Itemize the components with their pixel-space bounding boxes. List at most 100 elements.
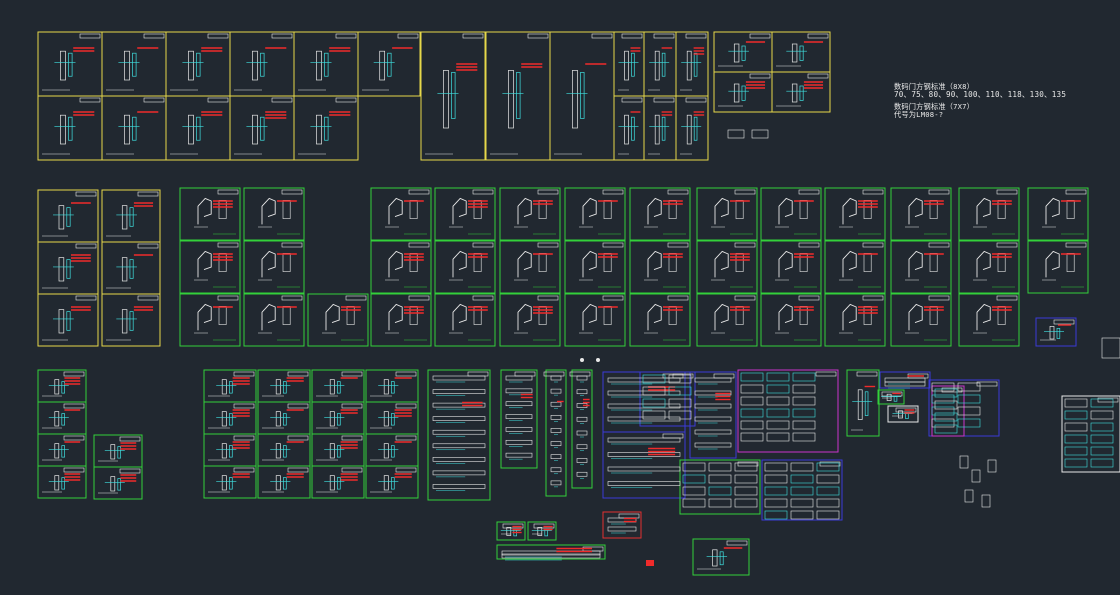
part-cell xyxy=(816,498,840,508)
title-block xyxy=(815,371,837,377)
title-block xyxy=(217,189,239,195)
title-block xyxy=(602,295,624,301)
part-outline xyxy=(624,50,629,81)
title-block xyxy=(75,295,97,301)
strip-part xyxy=(550,467,562,473)
drawing-sheet xyxy=(931,385,965,437)
part-outline xyxy=(60,50,66,81)
title-block xyxy=(341,467,363,473)
part-cell xyxy=(766,408,790,418)
title-block xyxy=(143,97,165,103)
title-block xyxy=(533,523,555,529)
profile-outline xyxy=(1045,250,1060,278)
drawing-sheet xyxy=(434,187,496,241)
strip-part xyxy=(576,389,588,395)
title-block xyxy=(467,371,489,377)
title-block xyxy=(798,242,820,248)
part-cell xyxy=(740,408,764,418)
drawing-sheet xyxy=(958,187,1020,241)
part-section xyxy=(132,116,137,141)
drawing-sheet xyxy=(434,293,496,347)
drawing-sheet xyxy=(499,240,561,294)
part-outline xyxy=(58,309,65,334)
profile-outline xyxy=(582,303,597,331)
drawing-sheet xyxy=(370,187,432,241)
part-outline xyxy=(124,50,130,81)
strip-part xyxy=(607,526,637,532)
part-section xyxy=(117,446,121,459)
drawing-sheet xyxy=(564,187,626,241)
title-block xyxy=(462,33,484,39)
strip-part xyxy=(694,403,732,409)
part-cell xyxy=(734,462,758,472)
drawing-sheet xyxy=(37,31,103,97)
part-section xyxy=(799,45,804,61)
part-outline xyxy=(383,411,389,427)
drawing-sheet xyxy=(675,95,709,161)
title-block xyxy=(137,243,159,249)
part-cell xyxy=(642,398,666,408)
title-block xyxy=(119,468,141,474)
profile-outline xyxy=(976,197,991,225)
part-section xyxy=(799,85,804,101)
part-outline xyxy=(275,475,281,491)
drawing-sheet xyxy=(500,369,538,469)
drawing-sheet xyxy=(37,465,87,499)
profile-section xyxy=(668,306,677,325)
part-cell xyxy=(934,388,958,398)
part-cell xyxy=(764,462,788,472)
drawing-sheet xyxy=(958,293,1020,347)
title-block xyxy=(807,33,829,39)
drawing-sheet xyxy=(101,241,161,295)
part-section xyxy=(391,445,395,458)
part-cell xyxy=(792,396,816,406)
drawing-sheet xyxy=(887,405,919,423)
profile-section xyxy=(863,253,872,272)
loose-detail xyxy=(987,459,997,473)
profile-outline xyxy=(452,303,467,331)
strip-part xyxy=(550,441,562,446)
part-outline xyxy=(316,114,322,145)
drawing-sheet xyxy=(639,371,696,427)
drawing-sheet xyxy=(37,241,99,295)
part-outline xyxy=(54,475,60,491)
part-cell xyxy=(642,410,666,420)
drawing-sheet xyxy=(564,240,626,294)
part-section xyxy=(324,52,329,77)
title-block xyxy=(217,242,239,248)
part-cell xyxy=(816,462,840,472)
drawing-sheet xyxy=(101,31,167,97)
title-block xyxy=(75,243,97,249)
part-section xyxy=(229,445,233,458)
profile-section xyxy=(603,200,612,219)
part-section xyxy=(229,413,233,426)
title-block xyxy=(335,97,357,103)
drawing-sheet xyxy=(101,95,167,161)
profile-section xyxy=(1066,200,1075,219)
title-block xyxy=(862,189,884,195)
part-outline xyxy=(124,114,130,145)
title-block xyxy=(749,33,771,39)
title-block xyxy=(341,435,363,441)
title-block xyxy=(653,97,675,103)
part-outline xyxy=(443,70,449,129)
title-block xyxy=(514,371,536,377)
drawing-sheet xyxy=(370,293,432,347)
title-block xyxy=(341,371,363,377)
drawing-sheet xyxy=(545,369,567,497)
strip-part xyxy=(607,466,681,472)
drawing-sheet xyxy=(761,459,843,521)
part-outline xyxy=(121,257,128,282)
part-cell xyxy=(766,372,790,382)
drawing-sheet xyxy=(434,240,496,294)
spec-note-8x8-title: 数码门方钢标准（8X8） xyxy=(894,82,975,91)
title-block xyxy=(798,295,820,301)
part-cell xyxy=(1064,446,1088,456)
title-block xyxy=(408,295,430,301)
profile-outline xyxy=(388,250,403,278)
strip-part xyxy=(576,375,588,381)
drawing-sheet xyxy=(165,31,231,97)
part-cell xyxy=(792,372,816,382)
part-section xyxy=(631,52,635,77)
